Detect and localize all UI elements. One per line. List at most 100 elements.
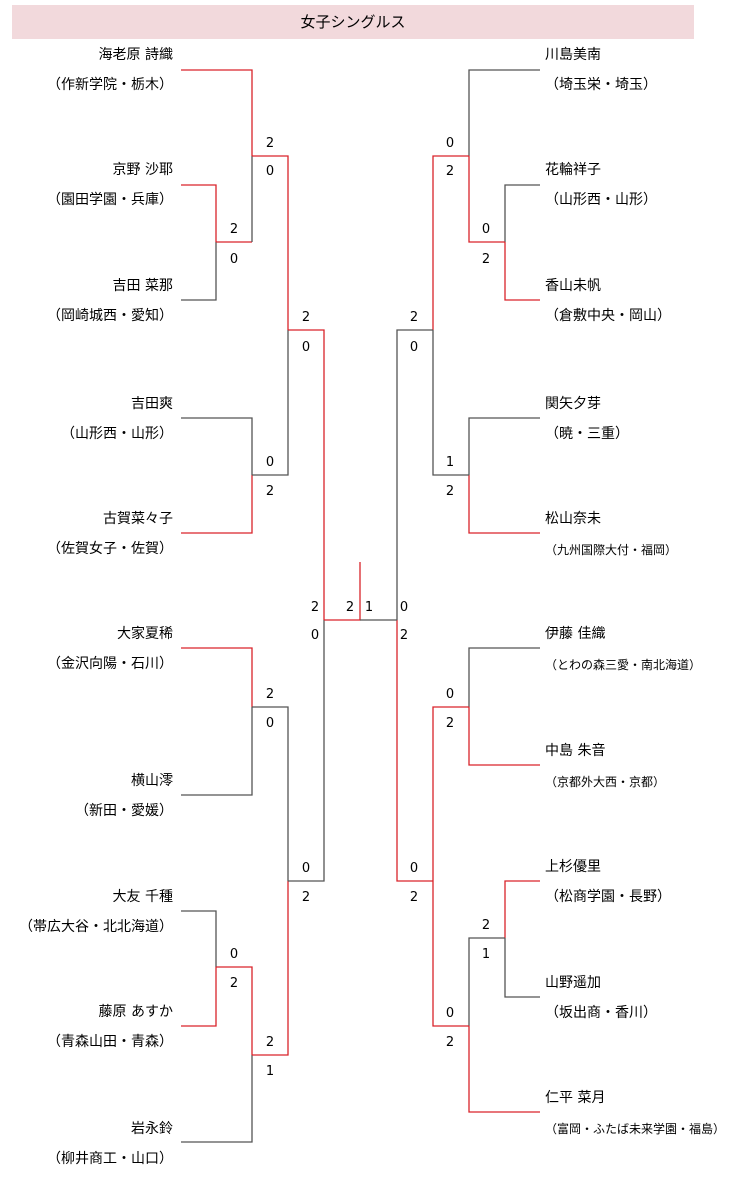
score: 2 bbox=[445, 164, 455, 179]
player-affiliation: （園田学園・兵庫） bbox=[47, 192, 173, 208]
bracket-line bbox=[252, 706, 289, 881]
score: 0 bbox=[481, 222, 491, 237]
final-score-left: 2 bbox=[345, 600, 355, 615]
score: 2 bbox=[310, 600, 320, 615]
score: 2 bbox=[409, 310, 419, 325]
player-affiliation: （新田・愛媛） bbox=[75, 803, 173, 819]
player-name: 関矢夕芽 bbox=[545, 396, 601, 412]
bracket-line bbox=[216, 966, 253, 1055]
player-name: 古賀菜々子 bbox=[103, 511, 173, 527]
bracket-line bbox=[432, 881, 469, 1027]
page-title: 女子シングルス bbox=[300, 13, 406, 31]
bracket-line bbox=[181, 242, 217, 301]
player-name: 上杉優里 bbox=[545, 859, 601, 875]
bracket-line bbox=[181, 475, 253, 534]
bracket-line bbox=[181, 1055, 253, 1143]
bracket-line bbox=[468, 1026, 540, 1113]
title-bar: 女子シングルス bbox=[12, 5, 694, 39]
bracket-line bbox=[504, 938, 540, 998]
bracket-line bbox=[396, 329, 433, 620]
score: 0 bbox=[265, 455, 275, 470]
score: 2 bbox=[409, 890, 419, 905]
player-name: 伊藤 佳織 bbox=[545, 626, 606, 642]
bracket-line bbox=[432, 706, 469, 881]
player-affiliation: （九州国際大付・福岡） bbox=[545, 543, 678, 557]
player-affiliation: （帯広大谷・北北海道） bbox=[19, 919, 173, 935]
final-score-right: 1 bbox=[364, 600, 374, 615]
player-name: 横山澪 bbox=[131, 773, 173, 789]
bracket-line bbox=[468, 156, 505, 243]
bracket-line bbox=[288, 620, 325, 882]
bracket-line bbox=[432, 155, 469, 330]
score: 0 bbox=[445, 1006, 455, 1021]
score: 0 bbox=[409, 340, 419, 355]
score: 0 bbox=[445, 136, 455, 151]
bracket-line bbox=[288, 329, 325, 620]
player-name: 大友 千種 bbox=[112, 889, 173, 905]
score: 2 bbox=[229, 976, 239, 991]
bracket-line bbox=[181, 417, 253, 475]
bracket-line bbox=[504, 242, 540, 301]
player-name: 吉田 菜那 bbox=[112, 278, 173, 294]
score: 2 bbox=[445, 484, 455, 499]
score: 0 bbox=[310, 628, 320, 643]
player-affiliation: （作新学院・栃木） bbox=[47, 77, 173, 93]
score: 0 bbox=[445, 687, 455, 702]
score: 0 bbox=[409, 861, 419, 876]
player-affiliation: （山形西・山形） bbox=[545, 192, 657, 208]
bracket-line bbox=[468, 417, 540, 475]
bracket-line bbox=[396, 620, 433, 882]
score: 2 bbox=[481, 252, 491, 267]
score: 1 bbox=[445, 455, 455, 470]
player-name: 山野遥加 bbox=[545, 975, 601, 991]
score: 2 bbox=[265, 687, 275, 702]
score: 2 bbox=[445, 1035, 455, 1050]
player-affiliation: （坂出商・香川） bbox=[545, 1005, 657, 1021]
player-affiliation: （とわの森三愛・南北海道） bbox=[545, 658, 702, 672]
bracket-line bbox=[432, 330, 469, 476]
bracket-line bbox=[504, 880, 540, 938]
bracket-line bbox=[468, 647, 540, 707]
player-affiliation: （京都外大西・京都） bbox=[545, 775, 666, 789]
score: 2 bbox=[399, 628, 409, 643]
player-affiliation: （金沢向陽・石川） bbox=[47, 656, 173, 672]
score: 2 bbox=[481, 918, 491, 933]
player-affiliation: （倉敷中央・岡山） bbox=[545, 308, 671, 324]
player-name: 松山奈未 bbox=[545, 511, 601, 527]
player-name: 仁平 菜月 bbox=[545, 1090, 606, 1106]
score: 0 bbox=[301, 340, 311, 355]
score: 1 bbox=[265, 1064, 275, 1079]
bracket-line bbox=[468, 69, 540, 156]
player-affiliation: （山形西・山形） bbox=[61, 426, 173, 442]
player-affiliation: （暁・三重） bbox=[545, 426, 629, 442]
player-name: 岩永鈴 bbox=[131, 1121, 173, 1137]
player-name: 大家夏稀 bbox=[117, 626, 173, 642]
score: 0 bbox=[265, 716, 275, 731]
bracket-line bbox=[252, 330, 289, 476]
bracket-line bbox=[181, 647, 253, 707]
score: 0 bbox=[265, 164, 275, 179]
player-name: 海老原 詩織 bbox=[98, 47, 173, 63]
bracket-line bbox=[181, 967, 217, 1027]
score: 0 bbox=[229, 252, 239, 267]
score: 2 bbox=[301, 310, 311, 325]
player-name: 吉田爽 bbox=[131, 396, 173, 412]
player-name: 花輪祥子 bbox=[545, 162, 601, 178]
player-name: 川島美南 bbox=[545, 47, 601, 63]
player-affiliation: （松商学園・長野） bbox=[545, 889, 671, 905]
score: 2 bbox=[445, 716, 455, 731]
bracket-line bbox=[181, 707, 253, 796]
score: 2 bbox=[265, 136, 275, 151]
score: 2 bbox=[229, 222, 239, 237]
player-name: 京野 沙耶 bbox=[112, 162, 173, 178]
player-affiliation: （柳井商工・山口） bbox=[47, 1151, 173, 1167]
score: 2 bbox=[301, 890, 311, 905]
bracket-line bbox=[181, 910, 217, 967]
bracket-line bbox=[504, 184, 540, 242]
bracket-line bbox=[468, 937, 505, 1026]
bracket-line bbox=[181, 69, 253, 156]
bracket-line bbox=[468, 707, 540, 766]
bracket-line bbox=[181, 184, 217, 242]
score: 0 bbox=[301, 861, 311, 876]
